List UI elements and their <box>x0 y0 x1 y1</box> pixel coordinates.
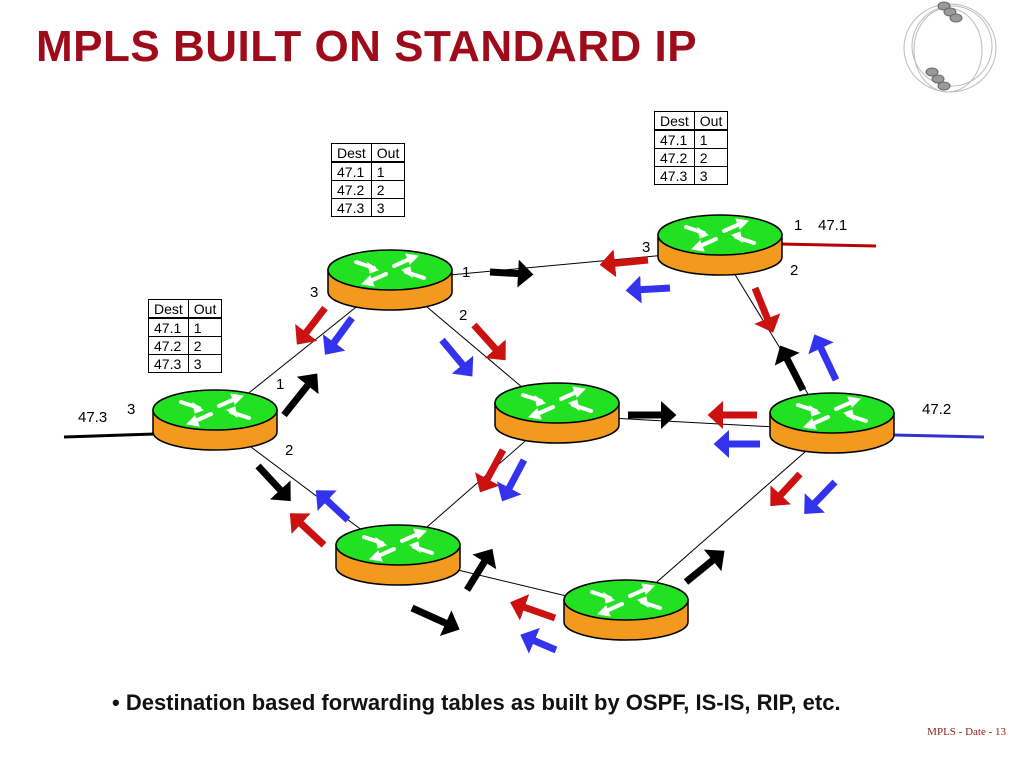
arrow-black-3 <box>255 463 291 502</box>
arrow-red-3 <box>471 322 506 361</box>
table-cell: 3 <box>187 354 223 373</box>
table-cell: 1 <box>693 129 729 149</box>
router-bottom-left <box>334 523 462 587</box>
corner-logo-icon <box>903 1 997 93</box>
port-label: 3 <box>310 284 319 301</box>
table-cell: 47.2 <box>148 336 189 355</box>
table-cell: 3 <box>693 166 729 185</box>
arrow-blue-3 <box>439 337 474 377</box>
network-47-2-line <box>892 433 985 439</box>
port-label: 2 <box>790 262 799 279</box>
port-label: 1 <box>462 264 471 281</box>
table-cell: 47.3 <box>331 198 372 217</box>
arrow-red-6 <box>475 448 507 493</box>
table-cell: 47.3 <box>148 354 189 373</box>
arrow-blue-2 <box>322 315 355 355</box>
table-cell: 1 <box>187 317 223 337</box>
router-center <box>493 381 621 445</box>
arrow-red-7 <box>289 513 327 548</box>
arrow-blue-7 <box>315 490 351 523</box>
port-label: 2 <box>459 307 468 324</box>
network-47-3-line <box>63 432 156 439</box>
table-header-dest: Dest <box>331 143 372 163</box>
table-header-dest: Dest <box>148 299 189 319</box>
arrow-black-5 <box>774 345 807 392</box>
arrow-black-6 <box>464 548 497 592</box>
table-cell: 47.1 <box>331 161 372 181</box>
arrow-blue-4 <box>808 334 840 382</box>
table-header-out: Out <box>370 143 406 163</box>
router-right <box>768 391 896 455</box>
arrow-black-7 <box>410 604 460 636</box>
arrow-blue-1 <box>625 275 671 304</box>
arrow-red-1 <box>599 249 649 278</box>
table-cell: 3 <box>370 198 406 217</box>
table-cell: 47.1 <box>148 317 189 337</box>
table-cell: 2 <box>187 336 223 355</box>
network-label-47-2: 47.2 <box>922 401 952 418</box>
table-header-dest: Dest <box>654 111 695 131</box>
router-bottom <box>562 578 690 642</box>
network-47-1-line <box>779 242 877 248</box>
router-top <box>326 248 454 312</box>
router-left <box>151 388 279 452</box>
port-label: 3 <box>127 401 136 418</box>
port-label: 1 <box>276 376 285 393</box>
port-label: 3 <box>642 239 651 256</box>
slide-footer: MPLS - Date - 13 <box>927 726 1006 738</box>
arrow-red-8 <box>770 471 803 507</box>
link-bottom-right <box>624 429 831 611</box>
table-cell: 47.2 <box>654 148 695 167</box>
arrow-black-8 <box>683 549 725 585</box>
table-header-out: Out <box>187 299 223 319</box>
slide-title: MPLS BUILT ON STANDARD IP <box>36 22 698 71</box>
table-cell: 47.2 <box>331 180 372 199</box>
port-label: 1 <box>794 217 803 234</box>
arrow-red-2 <box>295 305 328 345</box>
flow-arrows <box>255 249 840 654</box>
arrow-red-9 <box>510 594 557 622</box>
arrow-blue-8 <box>804 479 838 515</box>
network-label-47-3: 47.3 <box>78 409 108 426</box>
bullet-text: • Destination based forwarding tables as… <box>112 690 841 715</box>
table-cell: 1 <box>370 161 406 181</box>
table-cell: 47.3 <box>654 166 695 185</box>
table-cell: 47.1 <box>654 129 695 149</box>
network-label-47-1: 47.1 <box>818 217 848 234</box>
router-top-right <box>656 213 784 277</box>
arrow-black-1 <box>489 259 534 288</box>
arrow-blue-6 <box>496 458 528 502</box>
arrow-red-4 <box>751 286 781 333</box>
port-label: 2 <box>285 442 294 459</box>
table-cell: 2 <box>693 148 729 167</box>
arrow-blue-9 <box>520 627 558 654</box>
table-header-out: Out <box>693 111 729 131</box>
table-cell: 2 <box>370 180 406 199</box>
arrow-black-2 <box>281 373 319 418</box>
